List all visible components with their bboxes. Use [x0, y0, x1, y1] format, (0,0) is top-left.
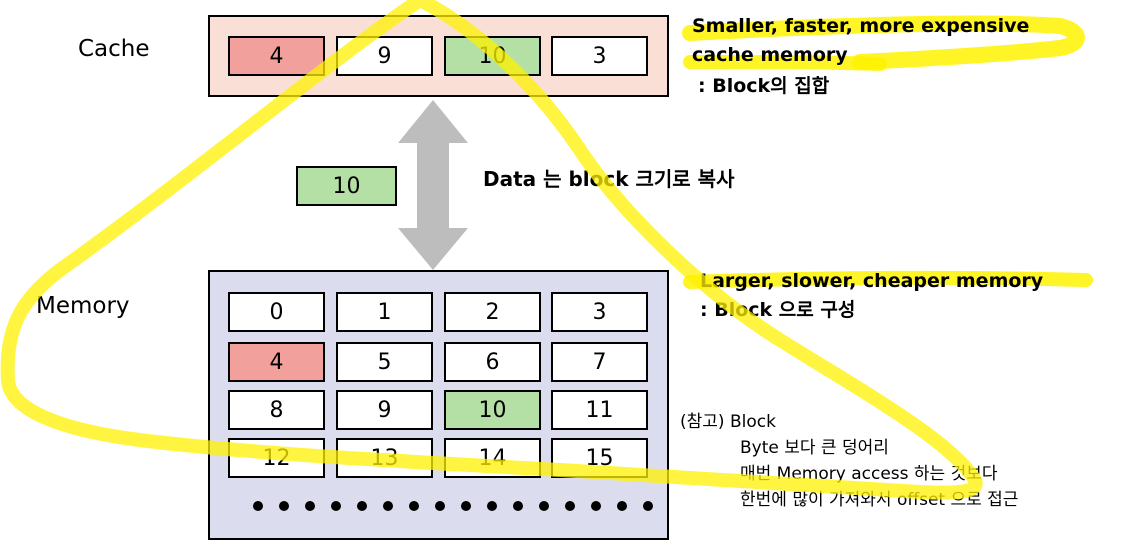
memory-block: 2 — [444, 292, 541, 332]
memory-block: 0 — [228, 292, 325, 332]
memory-block: 12 — [228, 438, 325, 478]
memory-block: 10 — [444, 390, 541, 430]
cache-description-line3: : Block의 집합 — [698, 75, 830, 97]
note-title: (참고) Block — [680, 412, 776, 432]
cache-description-line1: Smaller, faster, more expensive — [692, 15, 1030, 37]
note-line: 매번 Memory access 하는 것보다 — [740, 464, 998, 484]
memory-block: 9 — [336, 390, 433, 430]
cache-block: 3 — [551, 36, 648, 76]
cache-block: 10 — [444, 36, 541, 76]
memory-description-line1: Larger, slower, cheaper memory — [700, 270, 1044, 292]
memory-description-line2: : Block 으로 구성 — [700, 299, 856, 321]
note-line: 한번에 많이 가져와서 offset 으로 접근 — [740, 490, 1019, 510]
memory-block: 8 — [228, 390, 325, 430]
cache-block: 9 — [336, 36, 433, 76]
memory-block: 5 — [336, 342, 433, 382]
memory-block: 1 — [336, 292, 433, 332]
memory-block: 6 — [444, 342, 541, 382]
memory-block: 13 — [336, 438, 433, 478]
note-line: Byte 보다 큰 덩어리 — [740, 438, 889, 458]
cache-container: 4 9 10 3 — [208, 15, 669, 97]
cache-label: Cache — [78, 36, 150, 62]
memory-block: 14 — [444, 438, 541, 478]
ellipsis-dots-icon — [253, 501, 653, 511]
cache-block: 4 — [228, 36, 325, 76]
memory-block: 3 — [551, 292, 648, 332]
memory-block: 4 — [228, 342, 325, 382]
transfer-block: 10 — [296, 166, 397, 206]
memory-block: 7 — [551, 342, 648, 382]
cache-description-line2: cache memory — [692, 44, 848, 66]
memory-label: Memory — [36, 293, 130, 319]
memory-block: 11 — [551, 390, 648, 430]
transfer-text: Data 는 block 크기로 복사 — [483, 167, 735, 191]
memory-block: 15 — [551, 438, 648, 478]
